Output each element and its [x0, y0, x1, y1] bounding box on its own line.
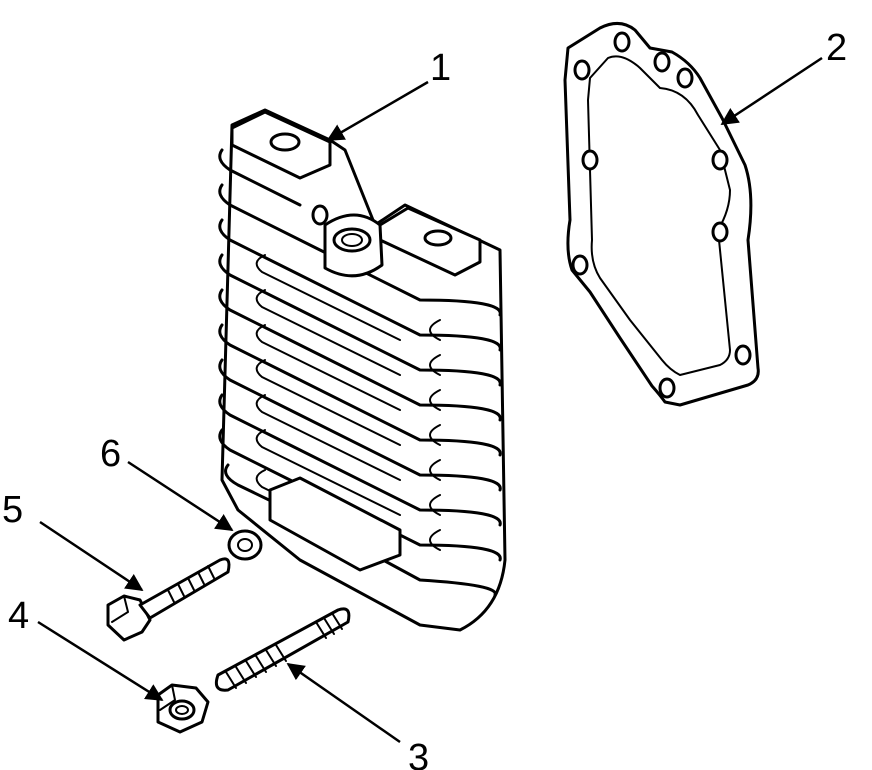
leader-2 [720, 56, 823, 126]
cooling-fins [218, 148, 502, 597]
bolt-part [106, 557, 231, 642]
callout-labels: 1 2 3 4 5 6 [2, 27, 847, 770]
leader-5 [39, 520, 144, 592]
leader-1 [326, 80, 429, 142]
callout-4: 4 [8, 595, 29, 637]
washer-part [227, 529, 263, 561]
callout-2: 2 [826, 27, 847, 69]
callout-5: 5 [2, 489, 23, 531]
callout-3: 3 [408, 737, 429, 770]
cylinder-head-part [218, 108, 507, 632]
leader-lines [37, 56, 823, 744]
leader-6 [127, 460, 234, 532]
callout-6: 6 [100, 433, 121, 475]
head-gasket-part [563, 22, 760, 407]
nut-part [156, 683, 210, 734]
stud-part [214, 607, 351, 692]
leader-3 [286, 662, 401, 744]
callout-1: 1 [430, 47, 451, 89]
leader-4 [37, 620, 164, 702]
